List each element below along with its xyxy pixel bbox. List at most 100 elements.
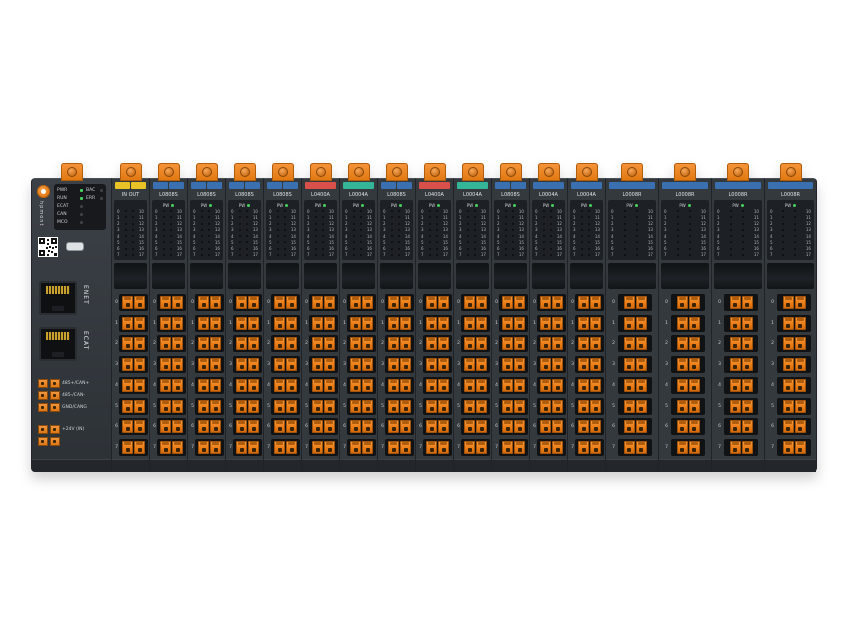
channel-number: 11 [805,214,811,220]
color-tag-row [264,179,301,191]
wire-clamp [590,420,601,434]
channel-number: 4 [117,233,120,239]
terminal-number: 3 [191,362,194,368]
terminal-unit: 7 [341,438,376,457]
terminal-number: 7 [718,444,721,450]
wire-clamp [362,316,373,330]
wire-clamp [198,420,209,434]
module-name-label: L0808S [387,192,406,198]
channel-led [131,235,134,238]
terminal-connector [499,438,528,456]
wire-clamp [172,399,183,413]
terminal-number: 3 [305,362,308,368]
channel-led [390,235,393,238]
channel-number: 0 [421,208,424,214]
terminal-unit: 3 [660,355,710,374]
wire-clamp [590,316,601,330]
wire-clamp [476,358,487,372]
terminal-connector [119,335,148,353]
terminal-connector [157,294,186,311]
channel-led [283,210,286,213]
channel-number: 2 [193,221,196,227]
channel-led [435,253,438,256]
channel-number: 6 [611,246,614,252]
channel-led [623,241,626,244]
color-tag [169,182,184,189]
power-terminal-block: +24V (IN) [38,425,84,449]
terminal-number: 4 [229,382,232,388]
terminal-number: 7 [115,444,118,450]
channel-led [511,253,514,256]
terminal-connector [499,397,528,415]
channel-number: 13 [442,227,448,233]
channel-led [587,247,590,250]
channel-number: 0 [231,208,234,214]
channel-number: 14 [290,233,296,239]
terminal-number: 1 [381,320,384,326]
terminal-label: GND/CANG [62,405,87,410]
channel-number: 1 [535,214,538,220]
channel-number: 11 [594,214,600,220]
terminal-unit: 6 [455,417,490,436]
terminal-number: 0 [533,300,536,305]
channel-led [782,228,785,231]
channel-number: 5 [535,239,538,245]
bus-connector [190,263,223,289]
terminal-unit: 7 [113,438,148,457]
channel-led [782,247,785,250]
channel-number: 15 [753,239,759,245]
terminal-unit: 0 [341,293,376,312]
power-led [437,203,441,207]
power-led [475,203,479,207]
channel-number: 0 [459,208,462,214]
channel-led [676,241,679,244]
wire-clamp [794,440,806,454]
terminal-connector [271,376,300,394]
channel-number: 10 [700,208,706,214]
channel-led [688,235,691,238]
wire-clamp [400,358,411,372]
channel-number: 2 [383,221,386,227]
terminal-unit: 5 [660,397,710,416]
channel-number: 15 [138,239,144,245]
terminal-connector [385,397,414,415]
channel-number: 4 [383,233,386,239]
wire-clamp [438,378,449,392]
channel-number: 4 [573,233,576,239]
channel-number: 6 [383,246,386,252]
channel-led [741,247,744,250]
channel-led [283,235,286,238]
terminal-connector [119,397,148,415]
channel-led [397,216,400,219]
wire-clamp [160,378,171,392]
channel-led [580,241,583,244]
terminal-number: 6 [153,424,156,430]
terminal-connector [777,356,811,374]
module-base [492,459,529,472]
wire-clamp [50,391,60,400]
channel-led [276,228,279,231]
channel-led [169,247,172,250]
channel-led [676,228,679,231]
channel-number: 17 [753,252,759,258]
terminal-unit: 5 [417,397,452,416]
wire-clamp [160,399,171,413]
terminal-unit: 2 [417,334,452,353]
wire-clamp [198,316,209,330]
wire-clamp [552,440,563,454]
terminal-number: 4 [343,382,346,388]
terminal-number: 3 [771,362,774,368]
terminal-connector [271,335,300,353]
wire-clamp [172,378,183,392]
channel-led [587,216,590,219]
wire-clamp [476,296,487,309]
channel-led [397,247,400,250]
terminal-number: 6 [571,424,574,430]
